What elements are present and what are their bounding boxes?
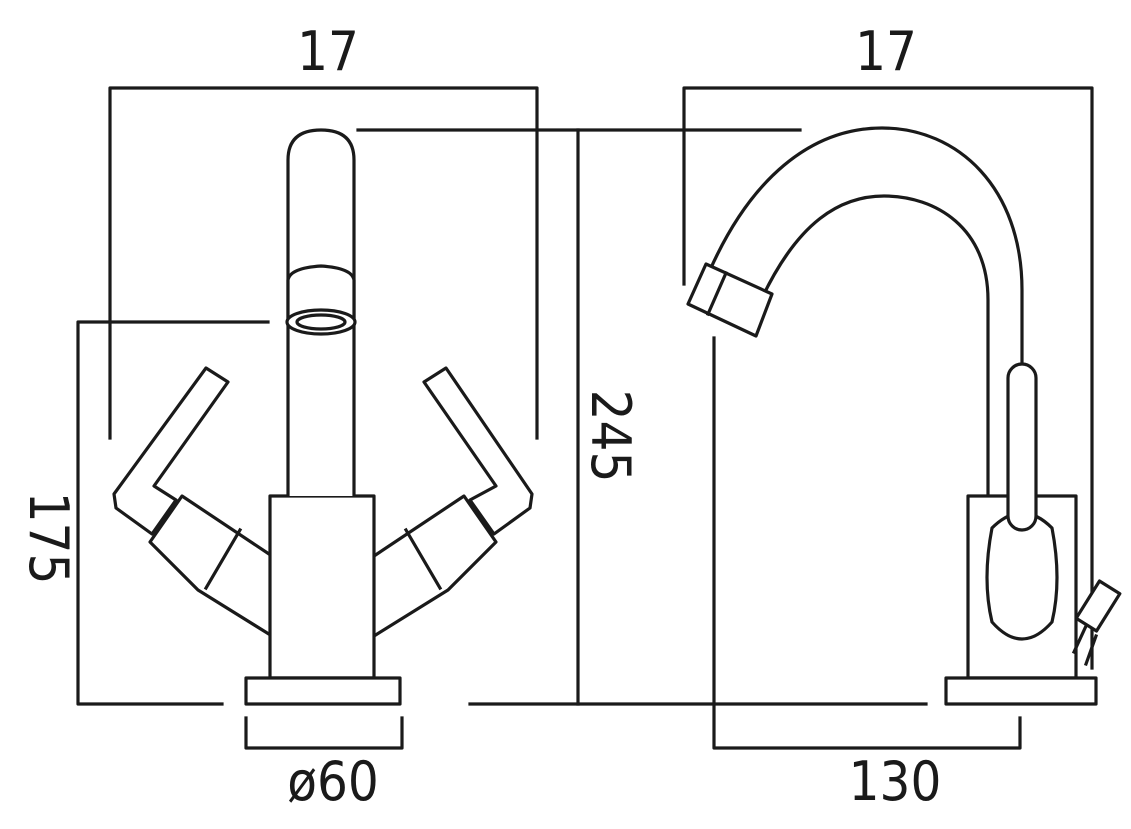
side-top-width-dimension — [682, 86, 1094, 670]
side-reach-label: 130 — [849, 750, 942, 813]
front-base-plate — [244, 676, 402, 706]
side-reach-dimension — [712, 336, 1022, 750]
front-tap-body — [268, 494, 376, 680]
side-base-plate — [944, 676, 1098, 706]
front-view: 17 175 ø60 — [17, 20, 539, 813]
front-base-diameter-label: ø60 — [287, 750, 379, 813]
front-top-width-dimension — [108, 86, 539, 440]
overall-height-label: 245 — [579, 390, 642, 483]
front-base-diameter-dimension — [244, 716, 404, 750]
front-top-width-label: 17 — [297, 20, 359, 83]
front-height-dimension — [76, 320, 270, 706]
side-spout-nozzle — [686, 262, 774, 338]
overall-height-dimension: 245 — [356, 128, 928, 706]
front-right-handle — [360, 366, 534, 638]
front-left-handle — [112, 366, 286, 638]
side-pop-up-rod — [1071, 579, 1122, 667]
side-lever — [1006, 362, 1038, 532]
side-view: 17 130 — [682, 20, 1122, 813]
side-top-width-label: 17 — [855, 20, 917, 83]
side-gooseneck-spout — [707, 126, 1024, 498]
side-handle-hub — [985, 511, 1059, 641]
front-height-label: 175 — [17, 492, 80, 585]
